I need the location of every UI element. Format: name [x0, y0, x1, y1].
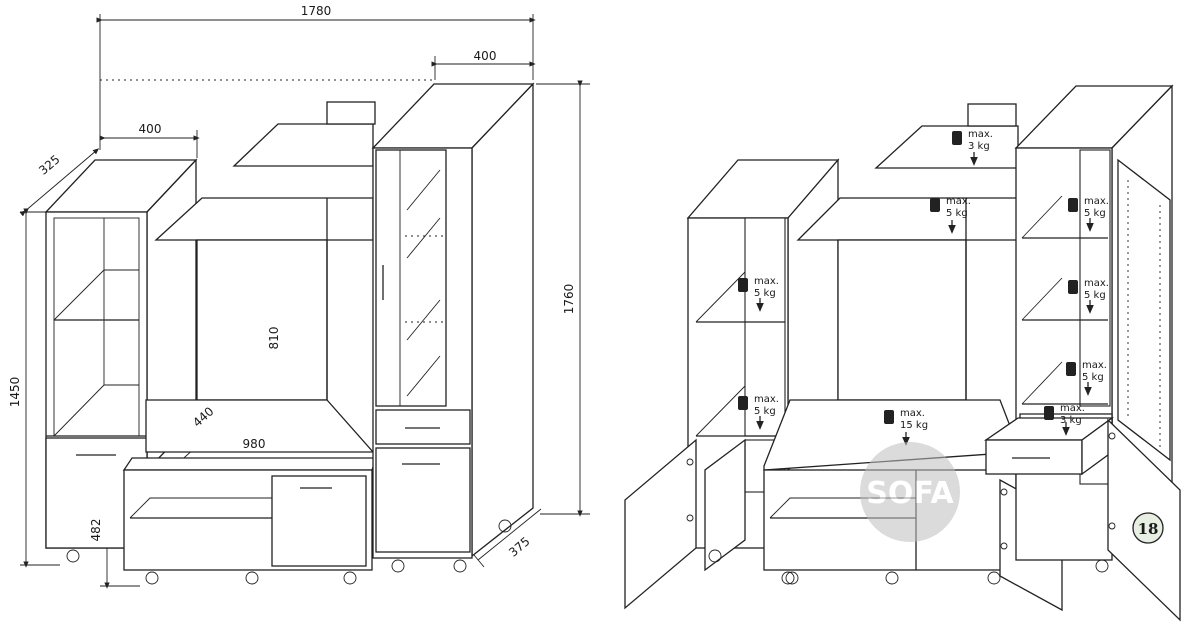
svg-text:5 kg: 5 kg [1084, 208, 1106, 219]
svg-text:SOFA: SOFA [866, 476, 954, 511]
svg-text:5 kg: 5 kg [946, 208, 968, 219]
dimension-total-width: 1780 [301, 4, 332, 18]
dimension-tall-unit-depth: 375 [506, 534, 533, 559]
weight-icon [738, 131, 1094, 446]
svg-text:5 kg: 5 kg [1082, 372, 1104, 383]
load-label-top-shelf: max. 3 kg [968, 129, 993, 152]
dimension-tv-unit-width: 980 [243, 437, 266, 451]
load-capacity-drawing [624, 84, 1181, 622]
sofa-logo: SOFA [860, 442, 960, 542]
load-label-middle-shelf: max. 5 kg [946, 196, 971, 219]
svg-text:5 kg: 5 kg [754, 288, 776, 299]
dimension-left-unit-depth: 325 [36, 152, 63, 177]
svg-text:3 kg: 3 kg [968, 141, 990, 152]
svg-text:max.: max. [754, 276, 779, 287]
svg-text:5 kg: 5 kg [1084, 290, 1106, 301]
svg-text:3 kg: 3 kg [1060, 415, 1082, 426]
step-number-badge: 18 [1132, 512, 1164, 544]
svg-text:max.: max. [900, 408, 925, 419]
dimension-tv-niche-height: 810 [267, 327, 281, 350]
svg-text:5 kg: 5 kg [754, 406, 776, 417]
dimension-tall-unit-width: 400 [474, 49, 497, 63]
load-label-right-1: max. 5 kg [1084, 196, 1109, 219]
load-label-right-2: max. 5 kg [1084, 278, 1109, 301]
svg-text:max.: max. [946, 196, 971, 207]
svg-text:max.: max. [1082, 360, 1107, 371]
dimension-drawing [19, 14, 590, 589]
svg-text:max.: max. [1084, 278, 1109, 289]
load-label-right-3: max. 5 kg [1082, 360, 1107, 383]
svg-text:15 kg: 15 kg [900, 420, 928, 431]
svg-text:max.: max. [754, 394, 779, 405]
load-label-tv-top: max. 15 kg [900, 408, 928, 431]
load-label-left-upper: max. 5 kg [754, 276, 779, 299]
svg-text:max.: max. [1060, 403, 1085, 414]
dimension-left-unit-width: 400 [139, 122, 162, 136]
load-label-left-lower: max. 5 kg [754, 394, 779, 417]
dimension-low-section-height: 482 [89, 519, 103, 542]
dimension-total-height: 1760 [562, 284, 576, 315]
svg-text:max.: max. [968, 129, 993, 140]
dimension-left-unit-height: 1450 [8, 377, 22, 408]
svg-text:18: 18 [1138, 520, 1159, 538]
load-label-drawer: max. 3 kg [1060, 403, 1085, 426]
svg-text:max.: max. [1084, 196, 1109, 207]
